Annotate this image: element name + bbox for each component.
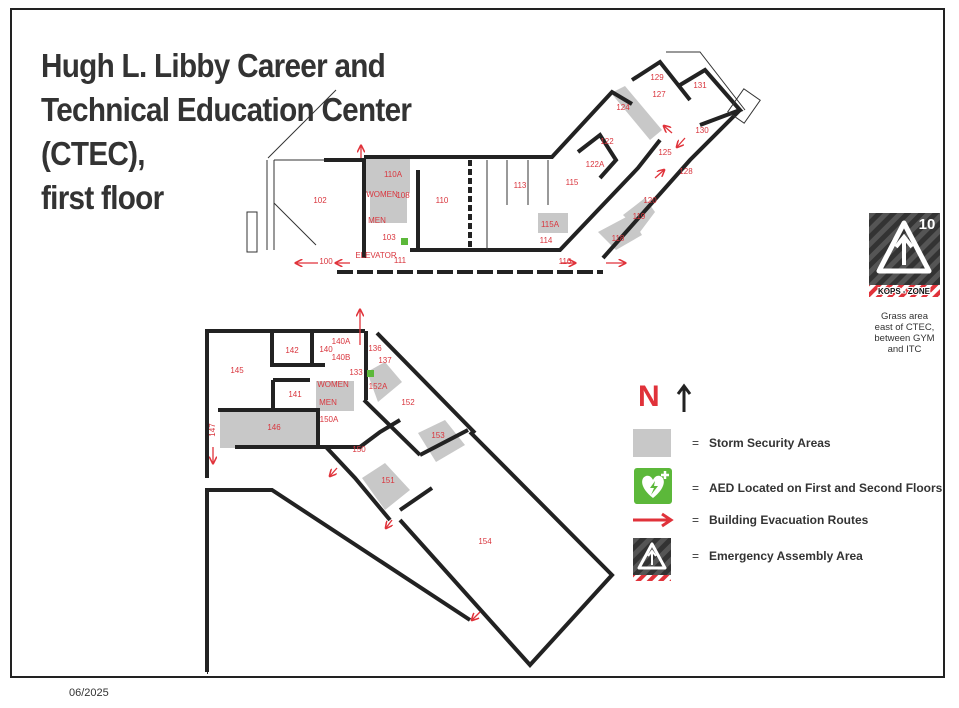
- room-label: 154: [478, 537, 492, 546]
- room-label: 124: [616, 103, 630, 112]
- room-label: 137: [378, 356, 392, 365]
- legend-aed: AED Located on First and Second Floors: [709, 481, 943, 495]
- room-label: 140: [319, 345, 333, 354]
- north-label: N: [638, 380, 660, 413]
- title-line: (CTEC),: [41, 135, 146, 172]
- room-label: MEN: [368, 216, 386, 225]
- room-label: 152: [401, 398, 415, 407]
- north-arrow-icon: [676, 383, 692, 412]
- page-title: Hugh L. Libby Career and Technical Educa…: [41, 44, 412, 220]
- assembly-caption: Grass area east of CTEC, between GYM and…: [869, 311, 940, 355]
- room-label: 115A: [541, 220, 560, 229]
- room-label: WOMEN: [366, 190, 398, 199]
- room-label: 140A: [332, 337, 351, 346]
- room-label: 153: [431, 431, 445, 440]
- aed-marker: [367, 370, 374, 377]
- room-label: 115: [566, 178, 579, 187]
- room-label: 151: [381, 476, 395, 485]
- aed-icon: [634, 468, 672, 504]
- lower-wing: [205, 329, 615, 674]
- red-arrow-icon: [633, 512, 674, 528]
- room-label: 150: [352, 445, 366, 454]
- room-label: ELEVATOR: [355, 251, 397, 260]
- room-label: 122: [600, 137, 614, 146]
- room-label: 129: [650, 73, 664, 82]
- legend-storm-security: Storm Security Areas: [709, 436, 831, 450]
- legend-evacuation: Building Evacuation Routes: [709, 513, 869, 527]
- kops-zone-icon: 10 KOPS - ZONE: [869, 213, 940, 297]
- room-label: MEN: [319, 398, 337, 407]
- title-line: first floor: [41, 179, 164, 216]
- room-label: 103: [382, 233, 396, 242]
- room-label: 136: [368, 344, 382, 353]
- assembly-number: 10: [919, 216, 936, 233]
- room-label: 128: [679, 167, 693, 176]
- equals: =: [692, 481, 700, 495]
- equals: =: [692, 436, 700, 450]
- room-label: 146: [267, 423, 281, 432]
- caption-line: east of CTEC,: [874, 322, 935, 333]
- room-label: WOMEN: [317, 380, 349, 389]
- room-label: 114: [540, 236, 553, 245]
- legend-assembly-area: Emergency Assembly Area: [709, 549, 863, 563]
- map-frame: [10, 8, 945, 678]
- room-label: 147: [208, 423, 217, 437]
- room-label: 102: [313, 196, 327, 205]
- room-label: 118: [612, 234, 625, 243]
- caption-line: Grass area: [881, 311, 928, 322]
- gray-swatch: [633, 429, 671, 457]
- upper-wing: [246, 51, 761, 274]
- room-label: 152A: [369, 382, 388, 391]
- kops-zone-icon: [633, 538, 671, 581]
- aed-marker: [401, 238, 408, 245]
- room-label: 141: [288, 390, 302, 399]
- room-label: 119: [633, 212, 646, 221]
- room-label: 142: [285, 346, 299, 355]
- room-label: 120: [643, 196, 657, 205]
- room-label: 110: [436, 196, 449, 205]
- title-line: Technical Education Center: [41, 91, 412, 128]
- room-label: 116: [559, 257, 572, 266]
- room-label: 111: [394, 256, 407, 265]
- room-label: 100: [319, 257, 333, 266]
- room-label: 113: [514, 181, 527, 190]
- room-label: 145: [230, 366, 244, 375]
- assembly-area-sign: 10 KOPS - ZONE Grass area east of CTEC, …: [869, 213, 940, 355]
- room-label: 122A: [586, 160, 605, 169]
- room-label: 125: [658, 148, 672, 157]
- caption-line: between GYM: [874, 333, 935, 344]
- equals: =: [692, 513, 700, 527]
- revision-date: 06/2025: [69, 687, 109, 699]
- room-label: 127: [652, 90, 666, 99]
- kops-zone-label: KOPS - ZONE: [878, 287, 931, 296]
- room-label: 150A: [320, 415, 339, 424]
- room-label: 131: [693, 81, 707, 90]
- equals: =: [692, 549, 700, 563]
- room-label: 140B: [332, 353, 351, 362]
- room-label: 108: [396, 191, 410, 200]
- room-label: 133: [349, 368, 363, 377]
- room-label: 130: [695, 126, 709, 135]
- room-label: 110A: [384, 170, 403, 179]
- evacuation-routes: [213, 126, 686, 620]
- title-line: Hugh L. Libby Career and: [41, 47, 386, 84]
- caption-line: and ITC: [887, 344, 922, 355]
